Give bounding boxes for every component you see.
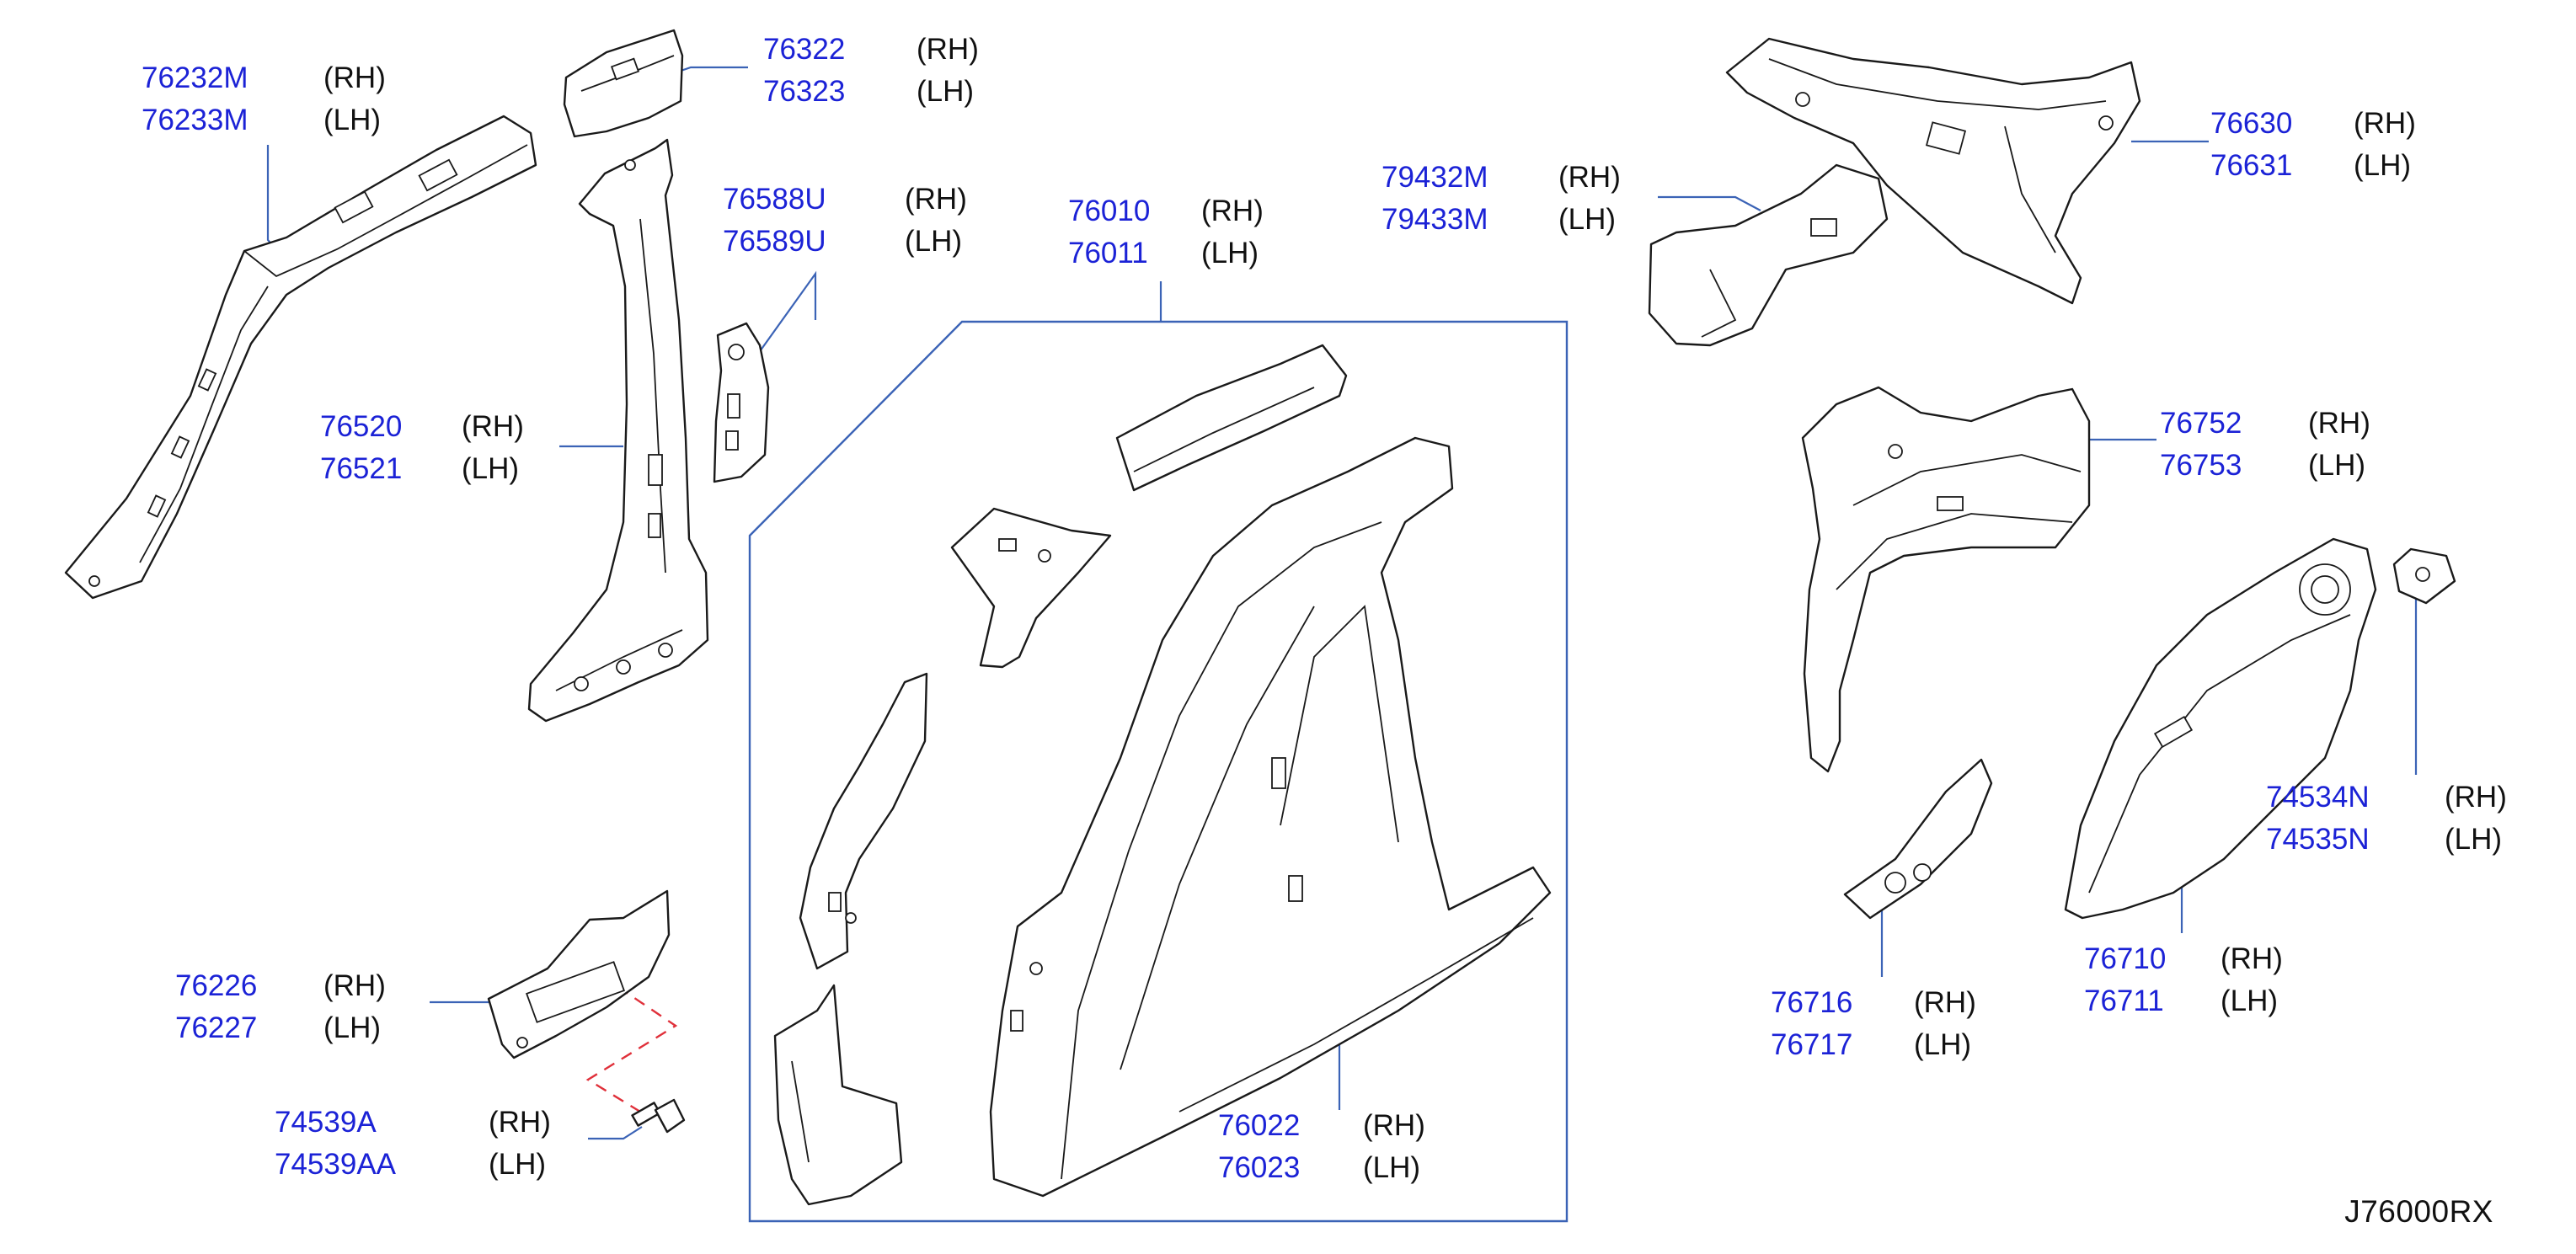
side-label: (LH) [462, 452, 520, 485]
side-label: (LH) [2445, 823, 2503, 856]
callout-76752: 76752 (RH) 76753 (LH) [2160, 408, 2370, 482]
callout-74534N: 74534N (RH) 74535N (LH) [2266, 782, 2507, 856]
rear-pillar-inner [1725, 37, 2141, 305]
side-label: (LH) [323, 1011, 382, 1044]
part-number[interactable]: 74535N [2266, 823, 2370, 856]
callout-76226: 76226 (RH) 76227 (LH) [175, 970, 386, 1044]
part-number[interactable]: 74534N [2266, 781, 2370, 814]
body-side-outer [989, 436, 1552, 1198]
side-label: (LH) [1201, 237, 1259, 269]
rear-panel-bracket [1648, 163, 1889, 347]
diagram-code: J76000RX [2344, 1194, 2493, 1229]
side-label: (LH) [2354, 149, 2412, 182]
part-number[interactable]: 76753 [2160, 449, 2242, 482]
small-bracket [2392, 547, 2456, 605]
part-number[interactable]: 76226 [175, 969, 258, 1002]
callout-76022: 76022 (RH) 76023 (LH) [1218, 1110, 1425, 1184]
part-number[interactable]: 76232M [142, 61, 249, 94]
part-number[interactable]: 76630 [2210, 107, 2293, 140]
part-number[interactable]: 76710 [2084, 942, 2167, 975]
side-label: (RH) [323, 969, 386, 1002]
sill-plate [487, 889, 671, 1059]
callout-76010: 76010 (RH) 76011 (LH) [1068, 195, 1264, 269]
side-label: (LH) [917, 75, 975, 108]
part-number[interactable]: 76521 [320, 452, 403, 485]
part-number[interactable]: 79433M [1382, 203, 1488, 236]
part-number[interactable]: 76023 [1218, 1151, 1301, 1184]
part-number[interactable]: 76022 [1218, 1109, 1301, 1142]
wheelhouse-bracket [1843, 758, 1993, 920]
part-number[interactable]: 74539AA [275, 1148, 397, 1181]
part-number[interactable]: 76322 [763, 33, 846, 66]
side-label: (LH) [905, 225, 963, 258]
callout-76716: 76716 (RH) 76717 (LH) [1771, 987, 1976, 1061]
callout-76322: 76322 (RH) 76323 (LH) [763, 34, 979, 108]
side-label: (LH) [1363, 1151, 1421, 1184]
bolt [631, 1098, 686, 1134]
part-number[interactable]: 76716 [1771, 986, 1853, 1019]
assembly-outline [748, 320, 1569, 1223]
rear-wheelhouse-inner [1801, 386, 2091, 773]
part-number[interactable]: 76010 [1068, 195, 1151, 227]
callout-74539A: 74539A (RH) 74539AA (LH) [275, 1107, 551, 1181]
part-number[interactable]: 74539A [275, 1106, 377, 1139]
part-number[interactable]: 76589U [723, 225, 826, 258]
roof-rail-bracket [563, 29, 684, 138]
assembly-roof-bracket [1115, 344, 1348, 492]
bolt-install-indicator [564, 957, 678, 1113]
part-number[interactable]: 79432M [1382, 161, 1488, 194]
part-number[interactable]: 76233M [142, 104, 249, 136]
pillar-reinforcement [713, 322, 770, 483]
part-number[interactable]: 76520 [320, 410, 403, 443]
part-number[interactable]: 76227 [175, 1011, 258, 1044]
callout-79432M: 79432M (RH) 79433M (LH) [1382, 162, 1621, 236]
side-label: (LH) [2308, 449, 2366, 482]
side-label: (LH) [1558, 203, 1617, 236]
front-pillar-outer [64, 115, 537, 600]
part-number[interactable]: 76752 [2160, 407, 2242, 440]
assembly-hinge-pillar [773, 984, 903, 1206]
side-label: (RH) [1558, 161, 1621, 194]
side-label: (RH) [2221, 942, 2283, 975]
side-label: (RH) [905, 183, 967, 216]
part-number[interactable]: 76011 [1068, 237, 1148, 269]
part-number[interactable]: 76588U [723, 183, 826, 216]
side-label: (RH) [1914, 986, 1976, 1019]
side-label: (RH) [2354, 107, 2416, 140]
center-pillar-outer [527, 138, 709, 723]
side-label: (LH) [2221, 985, 2279, 1017]
callout-76710: 76710 (RH) 76711 (LH) [2084, 943, 2283, 1017]
side-label: (RH) [1201, 195, 1264, 227]
assembly-a-pillar-bracket [950, 507, 1112, 669]
part-number[interactable]: 76717 [1771, 1028, 1853, 1061]
side-label: (RH) [917, 33, 979, 66]
side-label: (RH) [2308, 407, 2370, 440]
side-label: (LH) [323, 104, 382, 136]
side-label: (RH) [2445, 781, 2507, 814]
part-number[interactable]: 76323 [763, 75, 846, 108]
assembly-a-pillar-lower [799, 672, 928, 970]
part-number[interactable]: 76631 [2210, 149, 2293, 182]
side-label: (LH) [1914, 1028, 1972, 1061]
side-label: (RH) [462, 410, 524, 443]
side-label: (LH) [489, 1148, 547, 1181]
callout-76232M: 76232M (RH) 76233M (LH) [142, 62, 386, 136]
side-label: (RH) [1363, 1109, 1425, 1142]
part-number[interactable]: 76711 [2084, 985, 2164, 1017]
callout-76520: 76520 (RH) 76521 (LH) [320, 411, 524, 485]
callout-76588U: 76588U (RH) 76589U (LH) [723, 184, 967, 258]
side-label: (RH) [489, 1106, 551, 1139]
rear-wheelhouse-outer [2064, 537, 2377, 920]
callout-76630: 76630 (RH) 76631 (LH) [2210, 108, 2416, 182]
side-label: (RH) [323, 61, 386, 94]
